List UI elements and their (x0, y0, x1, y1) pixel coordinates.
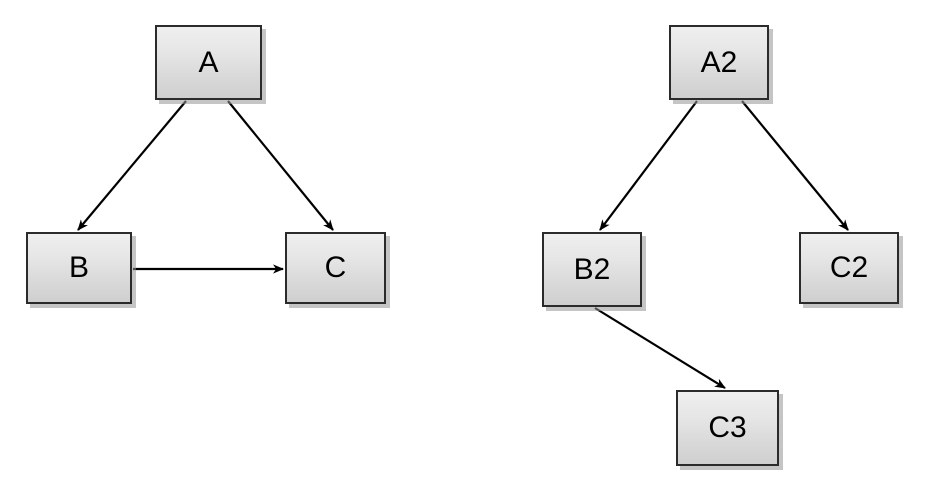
edge-b2-to-c3 (594, 307, 726, 389)
node-c2[interactable]: C2 (799, 232, 899, 304)
edge-a-to-b (77, 100, 187, 231)
node-label-c: C (324, 251, 347, 284)
node-label-c3: C3 (708, 411, 747, 444)
edge-a2-to-c2 (741, 100, 849, 231)
node-a[interactable]: A (155, 25, 262, 100)
edge-a2-to-b2 (599, 100, 698, 231)
node-a2[interactable]: A2 (669, 25, 769, 100)
node-label-a2: A2 (700, 45, 738, 79)
node-label-b: B (68, 251, 89, 284)
node-b[interactable]: B (26, 232, 132, 304)
node-c3[interactable]: C3 (676, 390, 779, 466)
edge-a-to-c (227, 100, 334, 231)
node-c[interactable]: C (285, 232, 386, 304)
node-b2[interactable]: B2 (542, 232, 642, 307)
edges-group (77, 100, 849, 389)
node-label-c2: C2 (829, 251, 869, 284)
node-label-a: A (198, 45, 219, 79)
node-label-b2: B2 (573, 252, 611, 286)
